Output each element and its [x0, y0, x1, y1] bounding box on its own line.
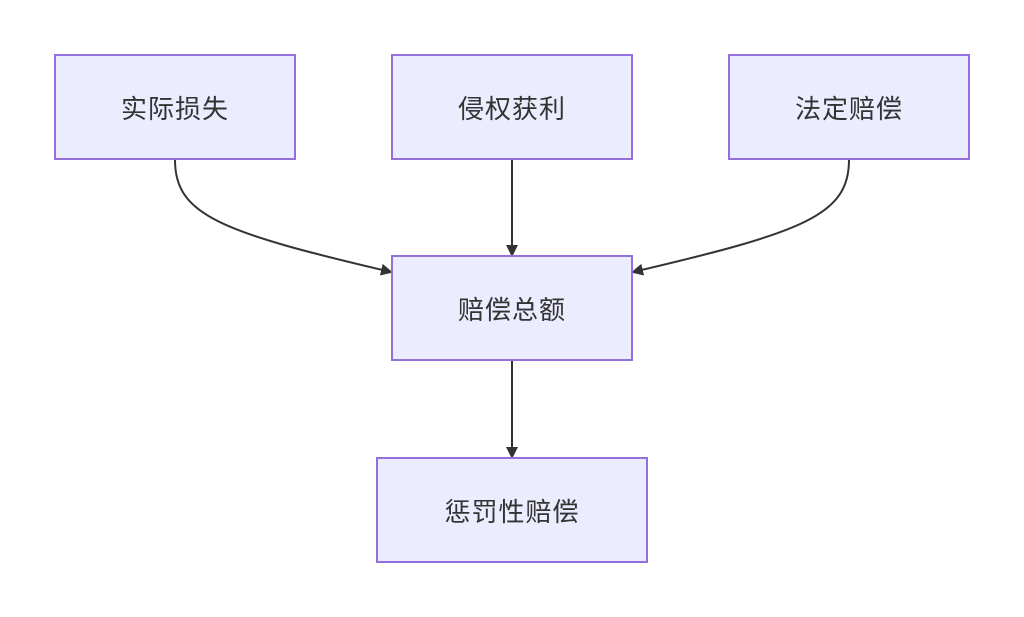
node-actual-loss-label: 实际损失: [120, 94, 229, 125]
node-statutory-compensation-label: 法定赔偿: [794, 94, 903, 125]
node-actual-loss: 实际损失: [54, 54, 296, 160]
node-total-compensation-label: 赔偿总额: [457, 295, 566, 326]
node-infringement-profit-label: 侵权获利: [457, 94, 566, 125]
edge-statutory-to-total: [631, 159, 850, 276]
edge-actual-loss-to-total: [174, 159, 393, 276]
node-total-compensation: 赔偿总额: [391, 255, 633, 361]
node-punitive-compensation: 惩罚性赔偿: [376, 457, 648, 563]
node-infringement-profit: 侵权获利: [391, 54, 633, 160]
node-punitive-compensation-label: 惩罚性赔偿: [444, 497, 580, 528]
node-statutory-compensation: 法定赔偿: [728, 54, 970, 160]
